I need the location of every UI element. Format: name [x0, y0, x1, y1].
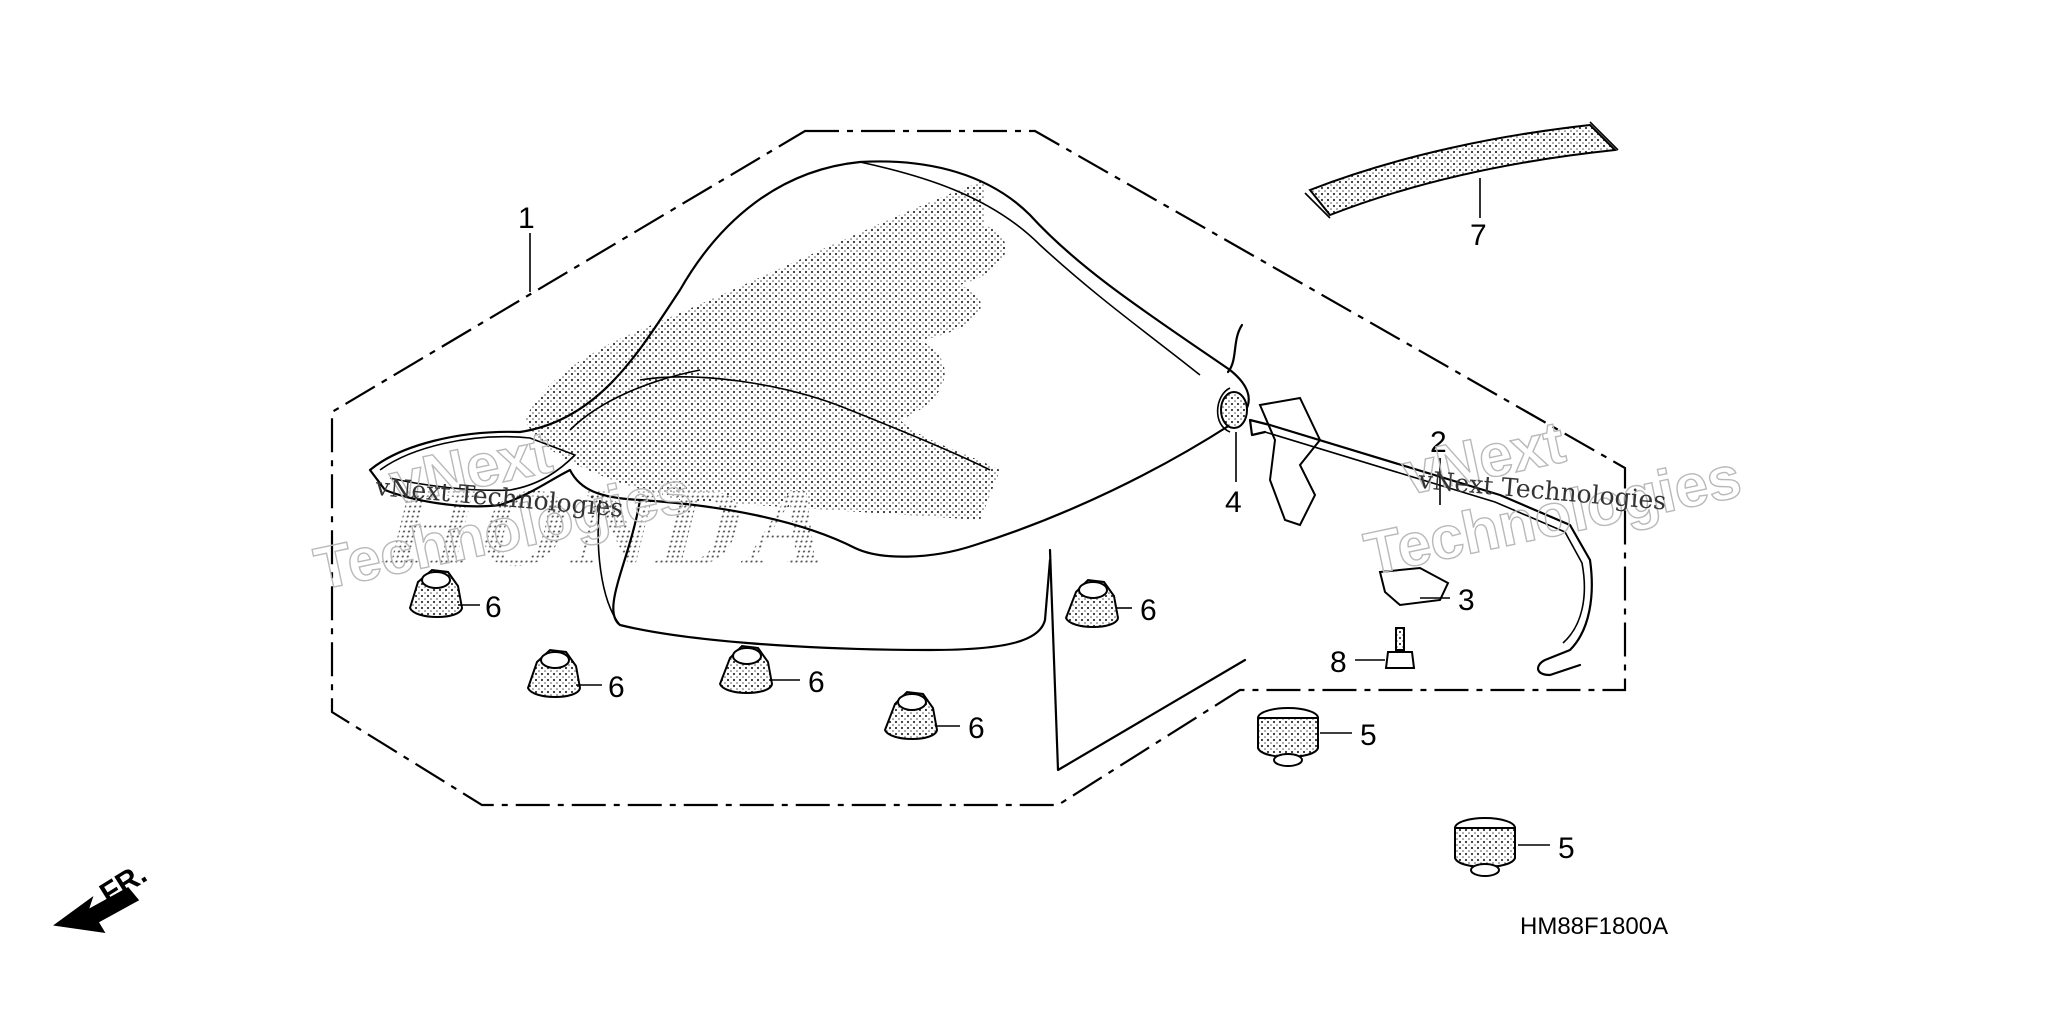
rubber-cushion-4 [1064, 578, 1120, 628]
rubber-cushion-3 [718, 644, 774, 694]
callout-5a: 5 [1360, 719, 1377, 752]
callout-7: 7 [1470, 219, 1487, 252]
callout-4: 4 [1225, 486, 1242, 519]
leader-lines [458, 178, 1550, 846]
bolt-part [1384, 627, 1416, 669]
lock-clip [1378, 566, 1450, 607]
grommet-2 [1454, 817, 1516, 877]
honda-logo-text: HONDA [373, 466, 851, 590]
callout-6c: 6 [808, 666, 825, 699]
front-direction-arrow: FR. [53, 857, 153, 933]
callout-5b: 5 [1558, 832, 1575, 865]
rubber-cushion-5 [883, 690, 939, 740]
seat-assembly [368, 160, 1250, 772]
callout-6d: 6 [1140, 594, 1157, 627]
callout-3: 3 [1458, 584, 1475, 617]
rubber-cushion-1 [408, 568, 464, 618]
rubber-cushion-2 [526, 648, 582, 698]
callout-6e: 6 [968, 712, 985, 745]
drawing-code: HM88F1800A [1520, 913, 1668, 940]
assembly-boundary [330, 129, 1627, 807]
callout-8: 8 [1330, 646, 1347, 679]
callout-6b: 6 [608, 671, 625, 704]
grommet-1 [1257, 707, 1319, 767]
honda-wing-logo: HONDA [373, 180, 1006, 590]
callout-6a: 6 [485, 591, 502, 624]
seat-strap [1304, 121, 1619, 219]
spring-part [1216, 323, 1248, 433]
seat-lock-hook [1248, 396, 1593, 677]
callout-1: 1 [518, 202, 535, 235]
callout-2: 2 [1430, 426, 1447, 459]
